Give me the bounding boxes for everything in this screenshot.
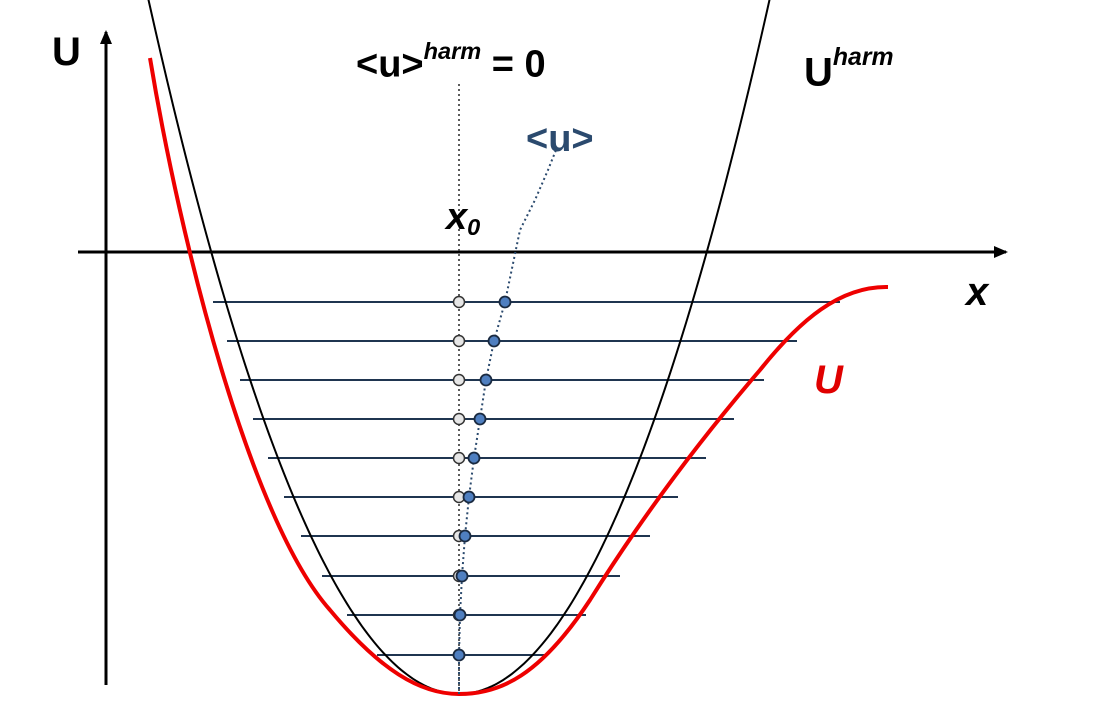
mean-displacement-point (473, 412, 487, 426)
mean-displacement-point (487, 334, 501, 348)
anharmonic-potential-curve (148, 57, 889, 697)
mean-displacement-point (452, 648, 466, 662)
harmonic-potential-label-base: U (804, 50, 833, 95)
harmonic-mean-label-base: <u> (356, 43, 424, 86)
harmonic-potential-label: Uharm (804, 45, 894, 95)
y-axis-label: U (52, 32, 81, 72)
mean-displacement-point (453, 608, 467, 622)
harmonic-mean-label: <u>harm = 0 (356, 39, 546, 86)
harmonic-mean-point (452, 373, 466, 387)
mean-displacement-label-text: <u> (526, 118, 594, 160)
mean-displacement-point (462, 490, 476, 504)
mean-displacement-point (467, 451, 481, 465)
harmonic-mean-point (452, 412, 466, 426)
harmonic-mean-point (452, 451, 466, 465)
energy-levels (213, 301, 840, 656)
harmonic-potential-label-sup: harm (832, 44, 894, 71)
anharmonic-potential-label: U (814, 360, 843, 400)
y-axis-label-text: U (52, 30, 81, 74)
mean-displacement-point (498, 295, 512, 309)
mean-displacement-points (452, 295, 512, 662)
harmonic-mean-point (452, 334, 466, 348)
mean-displacement-point (479, 373, 493, 387)
equilibrium-position-label-base: x (446, 196, 468, 238)
x-axis-label: x (966, 272, 988, 312)
anharmonic-potential-label-text: U (814, 358, 843, 402)
harmonic-mean-label-sup: harm (423, 38, 482, 64)
harmonic-mean-point (452, 295, 466, 309)
mean-displacement-label: <u> (526, 120, 594, 158)
equilibrium-position-label: x0 (446, 196, 480, 239)
mean-displacement-point (458, 529, 472, 543)
mean-displacement-point (455, 569, 469, 583)
harmonic-mean-label-tail: = 0 (481, 43, 546, 86)
x-axis-label-text: x (966, 270, 989, 314)
equilibrium-position-label-sub: 0 (467, 214, 481, 240)
